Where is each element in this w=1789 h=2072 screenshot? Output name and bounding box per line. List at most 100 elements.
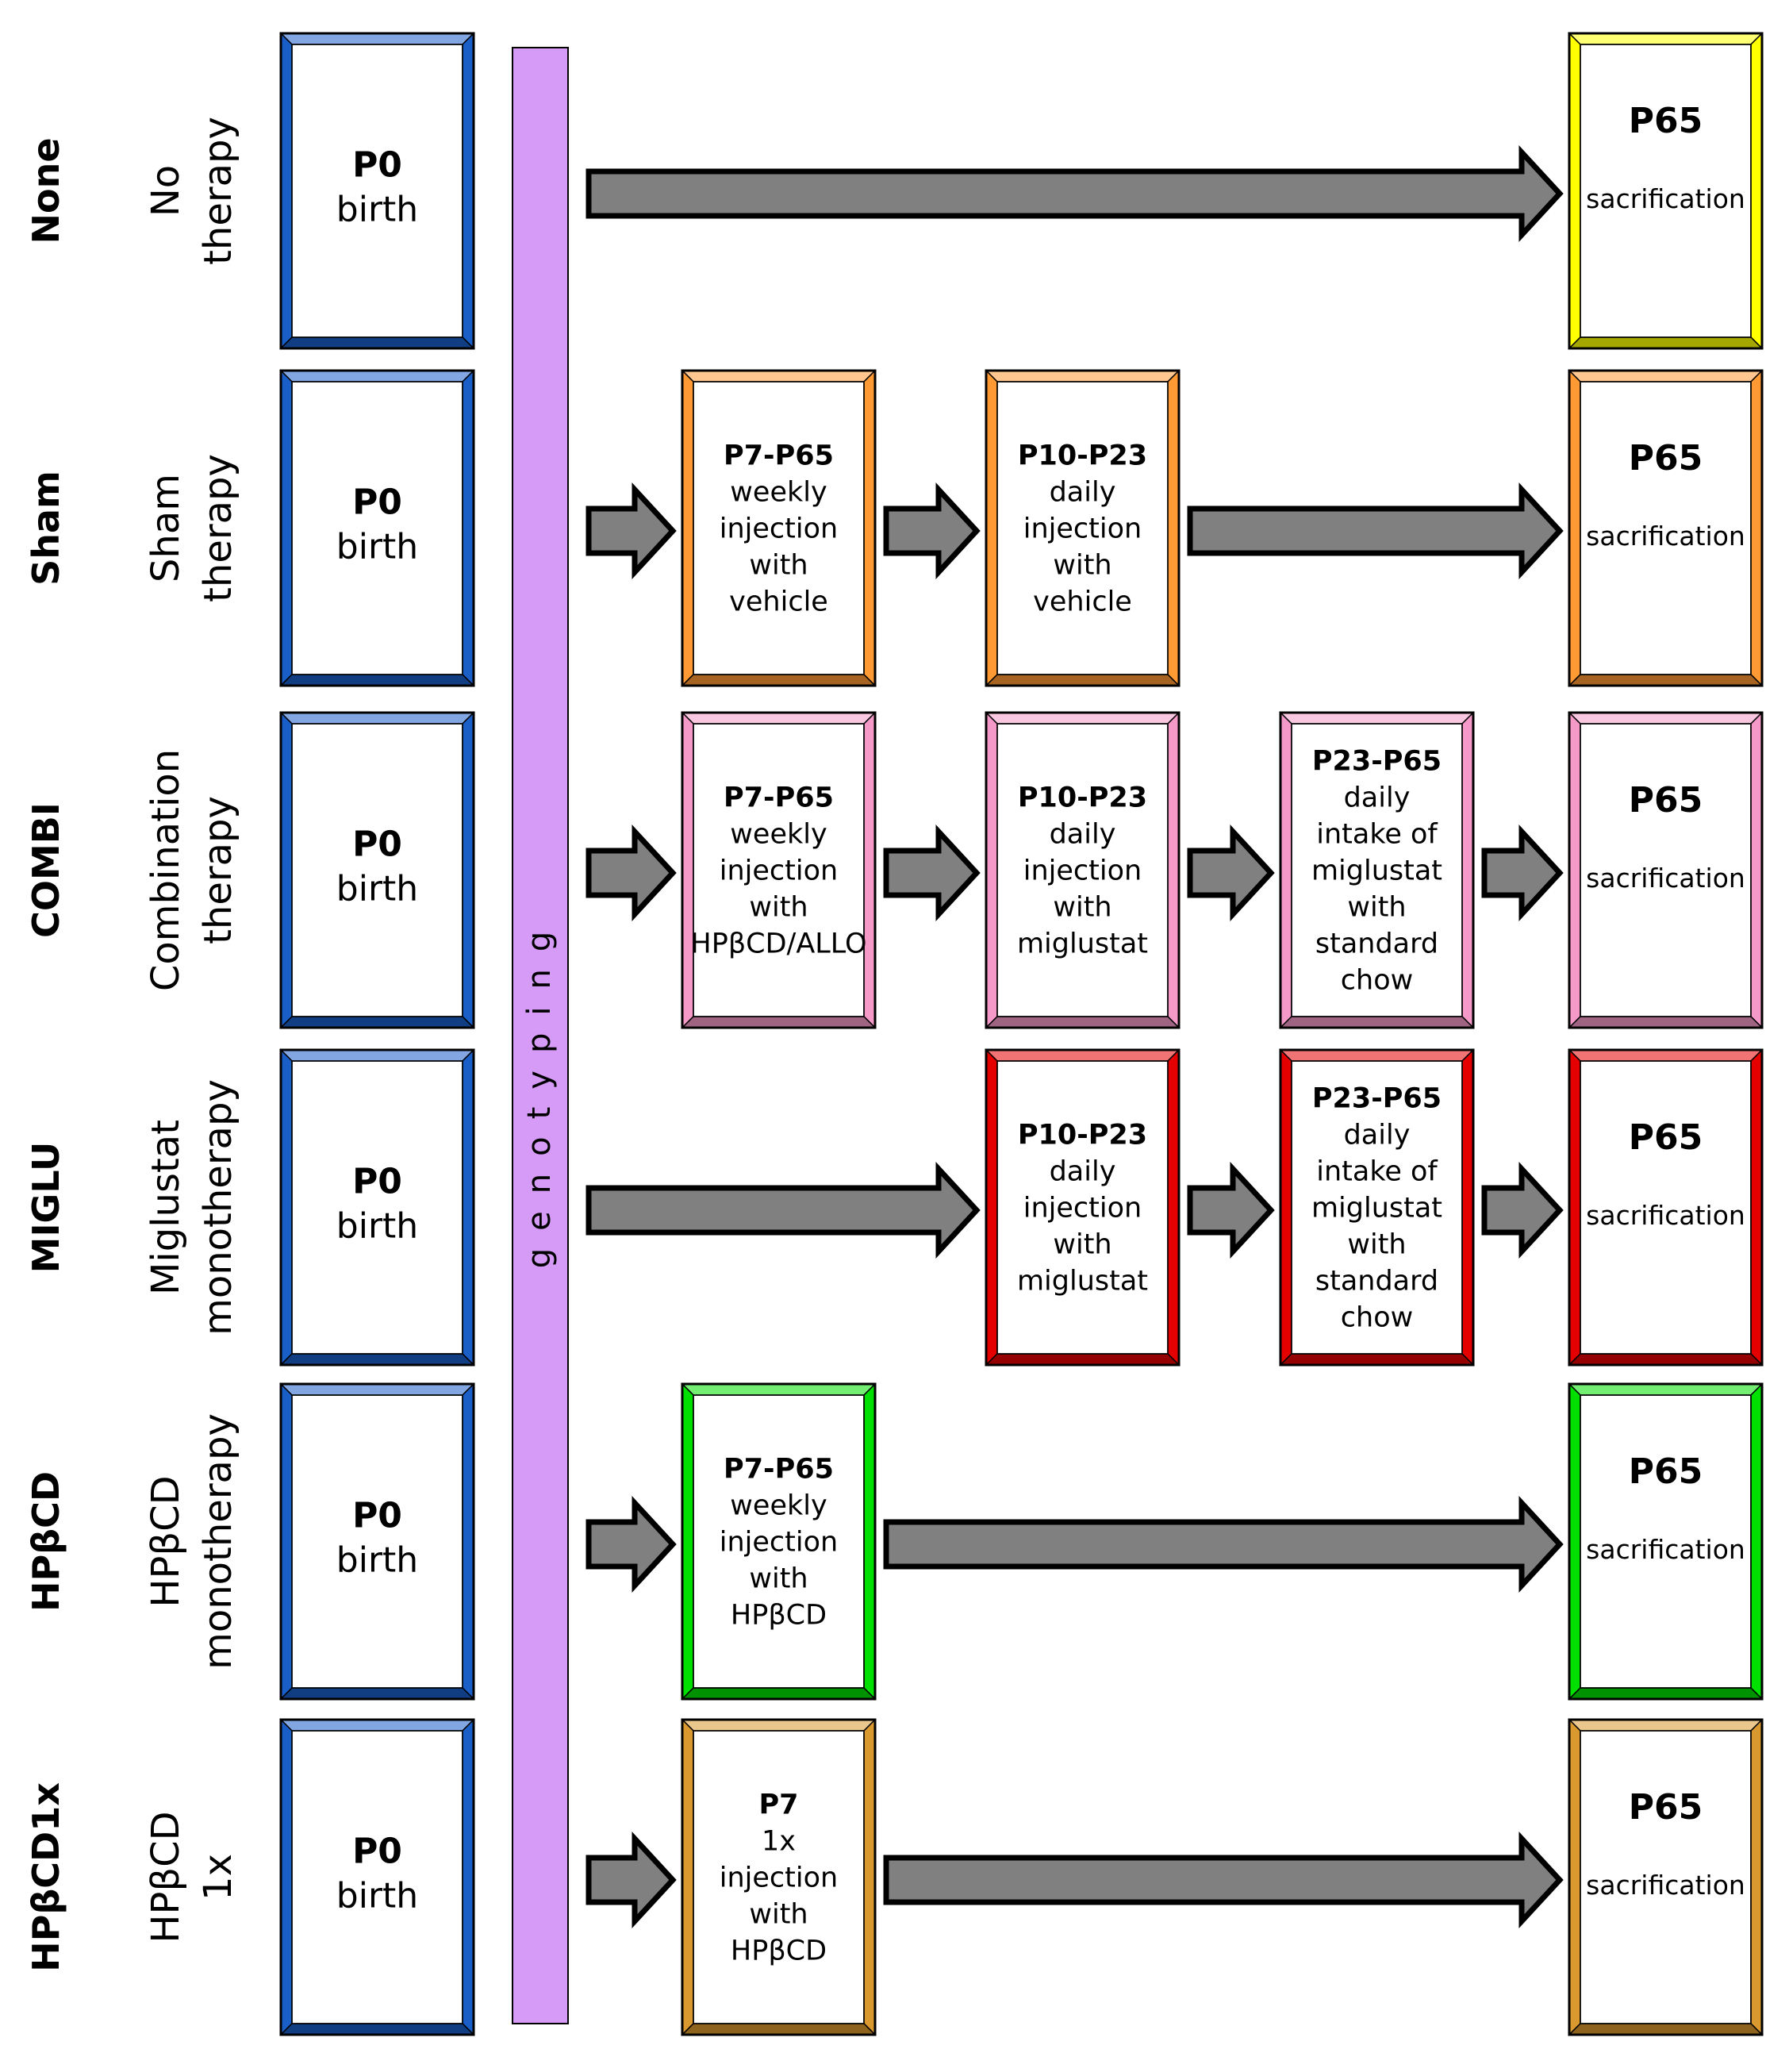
box-title: P23-P65	[1312, 1083, 1442, 1115]
therapy-label-line: No	[144, 165, 188, 217]
therapy-label-line: therapy	[196, 454, 240, 602]
flow-arrow	[1187, 1162, 1275, 1259]
box-text-line: vehicle	[729, 586, 828, 618]
therapy-label-line: Combination	[144, 749, 188, 991]
box-title: P10-P23	[1018, 440, 1147, 472]
box-text-line: birth	[336, 527, 418, 567]
end-box	[1568, 32, 1764, 350]
birth-box	[279, 711, 475, 1029]
box-text-line: with	[1053, 550, 1111, 582]
box-text-line: birth	[336, 1876, 418, 1916]
box-text-line: miglustat	[1311, 855, 1442, 887]
therapy-label-line: Sham	[144, 474, 188, 582]
box-title: P0	[352, 825, 402, 865]
end-box	[1568, 369, 1764, 687]
box-text-line: sacrification	[1586, 863, 1745, 894]
end-box	[1568, 1382, 1764, 1701]
box-title: P7	[758, 1789, 798, 1821]
box-text-line: miglustat	[1017, 1266, 1148, 1297]
box-text-line: standard	[1315, 1266, 1438, 1297]
flow-arrow	[585, 145, 1564, 242]
flow-arrow	[585, 1162, 981, 1259]
therapy-label-line: HPβCD	[144, 1475, 188, 1607]
box-text-line: with	[749, 1563, 808, 1595]
step-box	[681, 711, 877, 1029]
box-text-line: HPβCD/ALLO	[690, 928, 866, 960]
group-label: COMBI	[25, 802, 67, 938]
box-text-line: injection	[1023, 855, 1142, 887]
flow-arrow	[1187, 825, 1275, 921]
box-title: P10-P23	[1018, 1120, 1147, 1151]
box-text-line: injection	[720, 1527, 838, 1559]
box-text-line: intake of	[1316, 819, 1438, 851]
genotyping-label: genotyping	[521, 914, 558, 1268]
step-box	[681, 1382, 877, 1701]
step-box	[681, 369, 877, 687]
box-title: P7-P65	[724, 782, 834, 814]
box-text-line: weekly	[730, 819, 827, 851]
box-text-line: with	[1053, 892, 1111, 924]
box-title: P0	[352, 482, 402, 523]
flow-arrow	[1187, 482, 1564, 579]
box-text-line: sacrification	[1586, 1200, 1745, 1231]
box-text-line: chow	[1341, 965, 1413, 997]
group-label: None	[25, 137, 67, 244]
step-box	[1279, 711, 1475, 1029]
box-text-line: with	[1347, 892, 1406, 924]
step-box	[985, 1048, 1181, 1367]
box-title: P0	[352, 145, 402, 186]
box-text-line: weekly	[730, 477, 827, 509]
box-text-line: daily	[1050, 819, 1116, 851]
box-title: P7-P65	[724, 1454, 834, 1486]
box-text-line: miglustat	[1311, 1193, 1442, 1224]
box-text-line: vehicle	[1033, 586, 1132, 618]
therapy-label-line: 1x	[196, 1854, 240, 1901]
step-box	[985, 711, 1181, 1029]
end-box	[1568, 1718, 1764, 2036]
box-text-line: birth	[336, 190, 418, 230]
box-text-line: weekly	[730, 1490, 827, 1522]
flow-arrow	[883, 1832, 1564, 1928]
box-text-line: birth	[336, 1540, 418, 1581]
flow-arrow	[585, 482, 677, 579]
box-title: P65	[1629, 101, 1703, 141]
group-label: HPβCD1x	[25, 1782, 67, 1972]
flow-arrow	[883, 825, 981, 921]
box-text-line: daily	[1344, 1120, 1411, 1151]
step-box	[681, 1718, 877, 2036]
box-text-line: daily	[1050, 477, 1116, 509]
therapy-label-line: HPβCD	[144, 1811, 188, 1943]
flow-arrow	[585, 1496, 677, 1593]
box-text-line: HPβCD	[731, 1936, 827, 1967]
therapy-label-line: therapy	[196, 117, 240, 265]
box-title: P0	[352, 1496, 402, 1536]
box-text-line: chow	[1341, 1302, 1413, 1334]
box-title: P7-P65	[724, 440, 834, 472]
box-text-line: birth	[336, 1206, 418, 1247]
box-title: P0	[352, 1832, 402, 1872]
box-text-line: daily	[1344, 782, 1411, 814]
flow-arrow	[1481, 1162, 1564, 1259]
birth-box	[279, 1718, 475, 2036]
birth-box	[279, 1048, 475, 1367]
box-text-line: daily	[1050, 1156, 1116, 1188]
box-text-line: with	[749, 1899, 808, 1931]
group-label: HPβCD	[25, 1471, 67, 1612]
box-text-line: with	[1053, 1229, 1111, 1261]
box-title: P0	[352, 1162, 402, 1202]
box-text-line: sacrification	[1586, 1870, 1745, 1901]
group-label: Sham	[25, 471, 67, 586]
box-title: P23-P65	[1312, 746, 1442, 778]
box-text-line: injection	[720, 1862, 838, 1894]
box-text-line: sacrification	[1586, 521, 1745, 552]
box-text-line: injection	[720, 855, 838, 887]
box-title: P65	[1629, 1787, 1703, 1828]
box-text-line: intake of	[1316, 1156, 1438, 1188]
flow-arrow	[585, 1832, 677, 1928]
birth-box	[279, 32, 475, 350]
therapy-label-line: monotherapy	[196, 1413, 240, 1670]
group-label: MIGLU	[25, 1142, 67, 1274]
therapy-label-line: therapy	[196, 796, 240, 944]
